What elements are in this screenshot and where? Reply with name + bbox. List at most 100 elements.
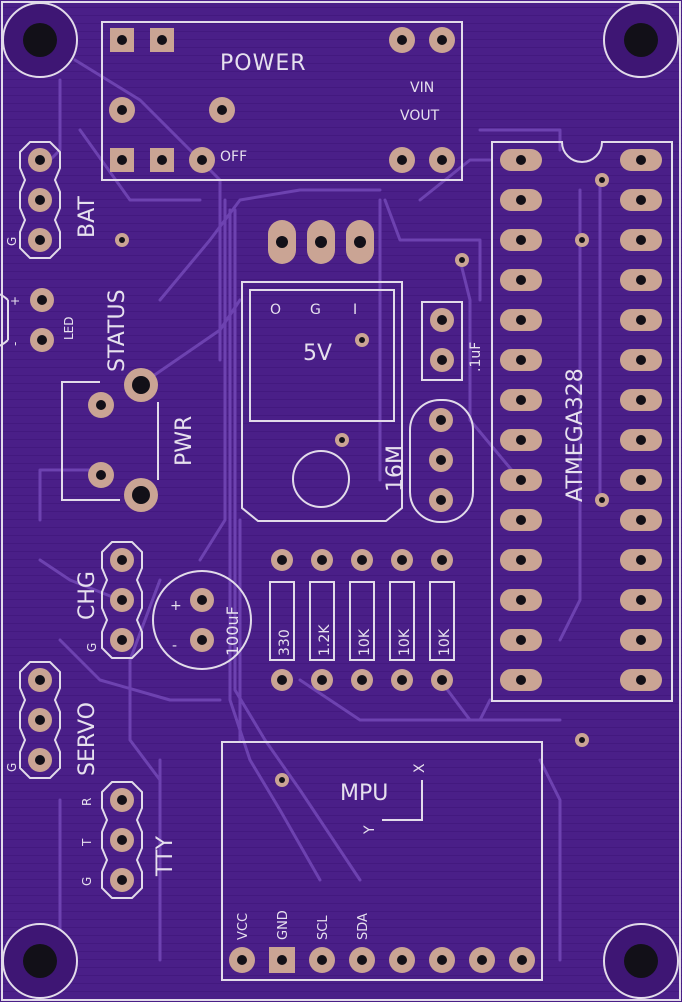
mcu-pin: [500, 629, 542, 651]
chg-g-label: G: [85, 643, 99, 652]
mcu-label: ATMEGA328: [563, 368, 588, 502]
mpu-sda-label: SDA: [356, 913, 371, 940]
status-led: + - LED STATUS: [0, 288, 130, 372]
reg-g-label: G: [310, 302, 321, 318]
pwr-switch: PWR: [61, 368, 197, 512]
mpu-pin-sda: [349, 947, 375, 973]
tty-label: TTY: [153, 836, 178, 877]
mpu-label: MPU: [340, 781, 388, 806]
mpu-pin-vcc: [229, 947, 255, 973]
tty-g-label: G: [80, 877, 94, 886]
bat-label: BAT: [75, 196, 100, 238]
r3-label: 10K: [357, 628, 373, 656]
power-label: POWER: [220, 51, 307, 76]
via: [595, 173, 609, 187]
reg-pad-gnd: [307, 220, 335, 264]
power-pad-10: [389, 147, 415, 173]
mcu-pin: [620, 309, 662, 331]
bat-g-label: G: [5, 237, 19, 246]
mcu-pin: [500, 669, 542, 691]
crystal-label: 16M: [383, 445, 408, 492]
mpu-y-label: Y: [362, 825, 378, 835]
mcu-pin: [500, 469, 542, 491]
power-pad-1: [110, 28, 134, 52]
mpu-gnd-label: GND: [276, 910, 291, 940]
mcu-pin: [620, 269, 662, 291]
mcu-pin: [500, 349, 542, 371]
chg-pin-1: [110, 548, 134, 572]
mpu-pin-8: [509, 947, 535, 973]
via: [115, 233, 129, 247]
mcu-pin: [620, 669, 662, 691]
vout-label: VOUT: [400, 108, 440, 124]
via: [455, 253, 469, 267]
mcu-pin: [620, 389, 662, 411]
pwr-label: PWR: [172, 416, 197, 466]
bat-pin-3: [28, 228, 52, 252]
cap100-minus-label: -: [172, 638, 177, 654]
chg-pin-2: [110, 588, 134, 612]
cap100-pin-plus: [190, 588, 214, 612]
reg-pad-out: [268, 220, 296, 264]
servo-pin-3: [28, 748, 52, 772]
via: [275, 773, 289, 787]
chg-pin-3: [110, 628, 134, 652]
mpu-pin-5: [389, 947, 415, 973]
mount-hole-bottom-left: [2, 923, 78, 999]
mcu-pin: [620, 189, 662, 211]
reg-5v-label: 5V: [303, 341, 332, 366]
mcu-pin: [620, 589, 662, 611]
vias: [115, 173, 609, 787]
bat-pin-2: [28, 188, 52, 212]
r2-pin-top: [311, 549, 333, 571]
power-module: POWER VIN VOUT OFF: [101, 21, 463, 181]
mcu-pin: [500, 589, 542, 611]
resistor-10k-b: 10K: [389, 549, 415, 691]
mcu-pin: [500, 269, 542, 291]
power-pad-4: [429, 27, 455, 53]
reg-o-label: O: [270, 302, 281, 318]
led-pin-plus: [30, 288, 54, 312]
chg-label: CHG: [75, 571, 100, 620]
status-label: STATUS: [105, 289, 130, 372]
r3-pin-bottom: [351, 669, 373, 691]
tty-r-label: R: [80, 798, 94, 806]
r5-label: 10K: [437, 628, 453, 656]
power-pad-11: [429, 147, 455, 173]
mount-hole-top-left: [2, 2, 78, 78]
mcu-pin: [620, 149, 662, 171]
mpu-vcc-label: VCC: [236, 913, 251, 940]
led-pin-minus: [30, 328, 54, 352]
power-pad-2: [150, 28, 174, 52]
mpu-scl-label: SCL: [316, 915, 331, 940]
servo-label: SERVO: [75, 702, 100, 776]
power-pad-8: [150, 148, 174, 172]
crystal-pin-3: [429, 488, 453, 512]
mcu-pin: [620, 229, 662, 251]
power-pad-5: [109, 97, 135, 123]
via: [595, 493, 609, 507]
regulator-5v: O G I 5V: [241, 220, 403, 522]
r5-pin-top: [431, 549, 453, 571]
off-label: OFF: [220, 149, 247, 165]
resistor-10k-c: 10K: [429, 549, 455, 691]
bat-connector: BAT G: [5, 141, 100, 259]
mcu-pin: [500, 389, 542, 411]
via: [355, 333, 369, 347]
mcu-pin: [620, 509, 662, 531]
mcu-pin: [500, 149, 542, 171]
r4-pin-bottom: [391, 669, 413, 691]
crystal-16m: 16M: [383, 399, 474, 523]
cap01-label: .1uF: [468, 342, 484, 372]
mcu-pin: [500, 229, 542, 251]
r4-label: 10K: [397, 628, 413, 656]
pwr-pad-2: [88, 392, 114, 418]
power-pad-7: [110, 148, 134, 172]
power-pad-6: [209, 97, 235, 123]
power-pad-3: [389, 27, 415, 53]
pwr-pad-1: [124, 368, 158, 402]
mpu-module: MPU X Y VCC GND SCL SDA: [221, 741, 543, 981]
tty-pin-r: [110, 788, 134, 812]
